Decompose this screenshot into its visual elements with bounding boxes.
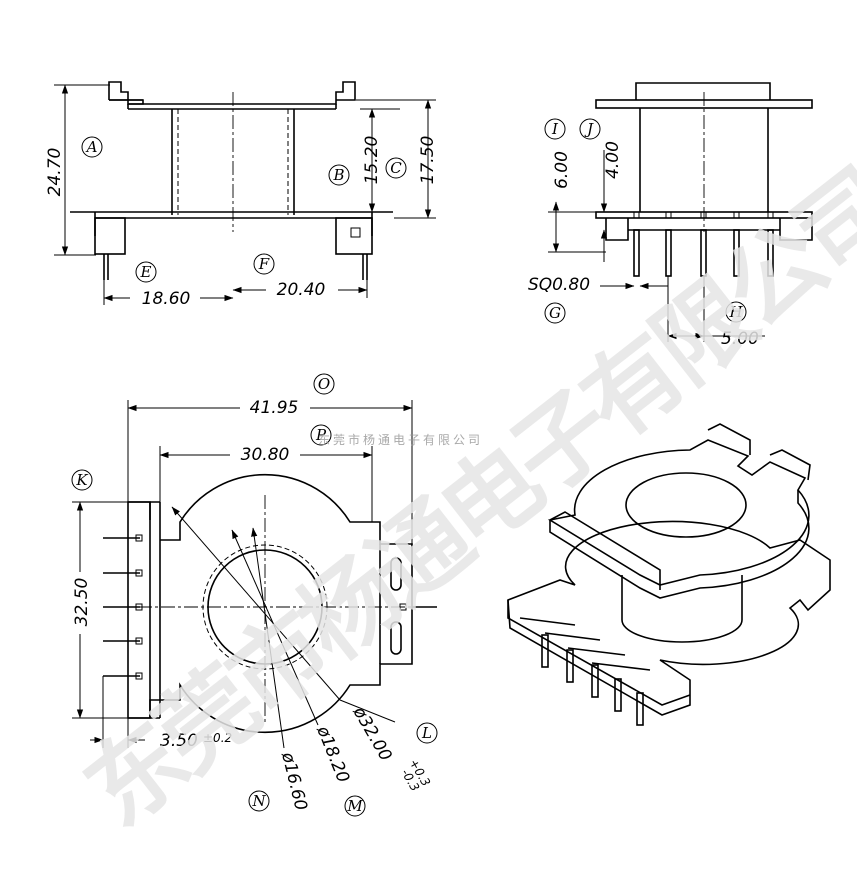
dim-M-value: ø18.20 bbox=[312, 722, 353, 785]
dim-C-value: 17.50 bbox=[418, 136, 438, 185]
dim-H-value: 5.00 bbox=[721, 329, 759, 349]
label-I: I bbox=[551, 120, 559, 138]
label-L: L bbox=[421, 724, 432, 742]
dim-G-value: SQ0.80 bbox=[528, 275, 590, 295]
label-K: K bbox=[75, 471, 88, 489]
dim-I-value: 6.00 bbox=[552, 151, 572, 189]
dim-O-value: 41.95 bbox=[250, 398, 299, 418]
label-G: G bbox=[549, 304, 561, 322]
dim-L-value: ø32.00 bbox=[348, 703, 395, 765]
label-B: B bbox=[332, 166, 344, 184]
label-O: O bbox=[318, 375, 330, 393]
watermark-large: 东莞市杨通电子有限公司 bbox=[65, 150, 857, 848]
label-N: N bbox=[251, 792, 266, 810]
dim-K-value: 32.50 bbox=[72, 578, 92, 627]
label-J: J bbox=[584, 120, 594, 138]
isometric-view bbox=[507, 423, 831, 726]
pin-offset-tol: ±0.2 bbox=[203, 731, 232, 745]
dim-F-value: 20.40 bbox=[277, 280, 326, 300]
label-F: F bbox=[258, 255, 270, 273]
dim-J-value: 4.00 bbox=[603, 141, 623, 179]
front-view: 24.70 A 15.20 B 17.50 C 18.60 20.40 E F bbox=[45, 81, 438, 309]
watermark: 东莞市杨通电子有限公司 东莞市杨通电子有限公司 bbox=[65, 150, 857, 848]
label-E: E bbox=[140, 263, 152, 281]
label-M: M bbox=[346, 797, 363, 815]
side-pins bbox=[633, 211, 774, 277]
dim-N-value: ø16.60 bbox=[277, 749, 311, 812]
iso-pins bbox=[519, 617, 651, 726]
label-A: A bbox=[85, 138, 98, 156]
side-view: 6.00 4.00 I J SQ0.80 G 5.00 H bbox=[528, 82, 813, 349]
dim-E-value: 18.60 bbox=[142, 289, 191, 309]
dim-A-value: 24.70 bbox=[45, 148, 65, 197]
watermark-small: 东莞市杨通电子有限公司 bbox=[318, 432, 483, 447]
label-P: P bbox=[315, 426, 327, 444]
dim-P-value: 30.80 bbox=[241, 445, 290, 465]
pin-offset-value: 3.50 bbox=[160, 731, 198, 751]
label-C: C bbox=[390, 159, 402, 177]
label-H: H bbox=[728, 303, 743, 321]
dim-B-value: 15.20 bbox=[362, 136, 382, 185]
